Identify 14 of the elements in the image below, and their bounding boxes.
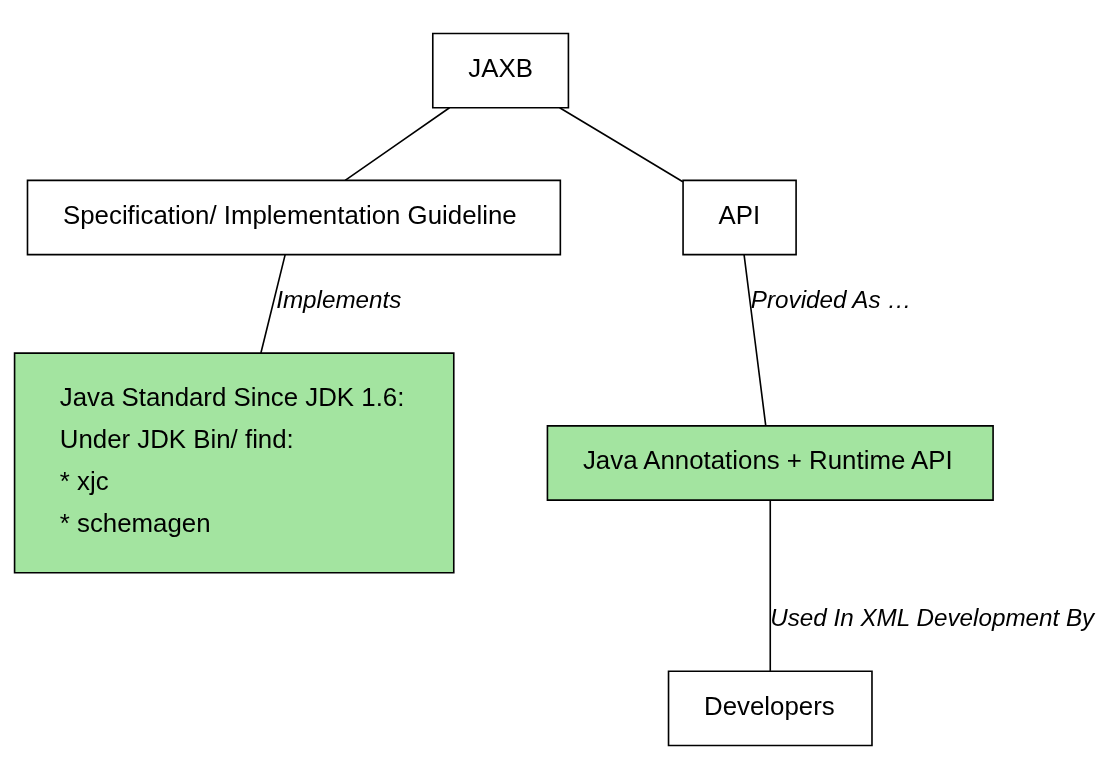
node-box: API <box>682 179 797 255</box>
connector <box>769 499 772 672</box>
edge-label: Implements <box>276 285 402 313</box>
connector <box>344 106 451 181</box>
edge-label: Used In XML Development By <box>770 603 1095 631</box>
connector <box>743 253 767 426</box>
edge-label: Provided As … <box>750 285 912 313</box>
node-box: Java Annotations + Runtime API <box>546 424 994 501</box>
node-box: Specification/ Implementation Guideline <box>26 179 562 255</box>
node-box: Java Standard Since JDK 1.6: Under JDK Bin/ find: * xjc * schemagen <box>13 351 455 574</box>
connector <box>260 253 286 354</box>
node-box: Developers <box>667 669 873 746</box>
node-box: JAXB <box>431 32 570 109</box>
connector <box>558 106 684 183</box>
